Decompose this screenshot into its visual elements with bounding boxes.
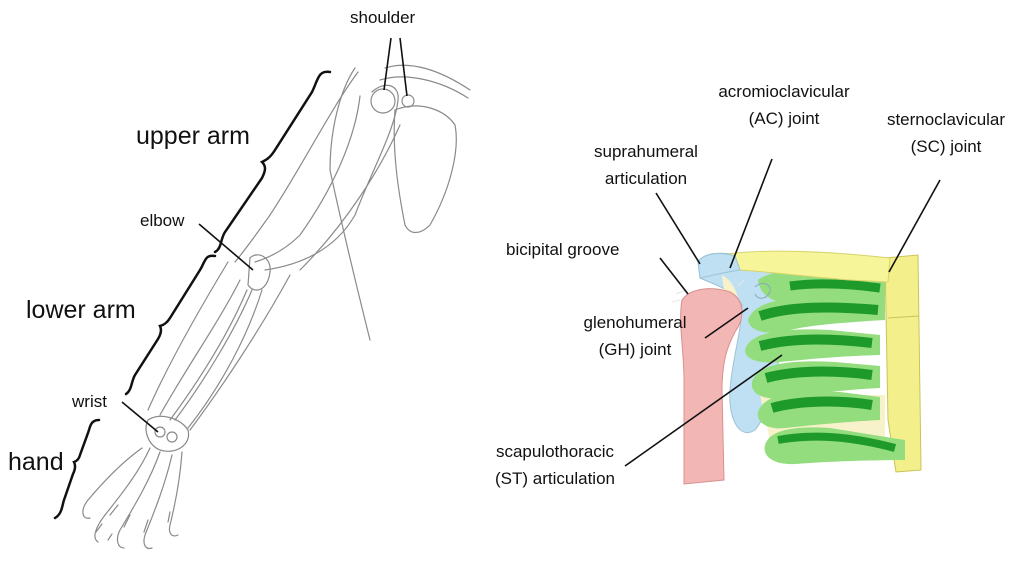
label-st-articulation: scapulothoracic (ST) articulation (470, 442, 640, 488)
label-sc-joint: sternoclavicular (SC) joint (866, 110, 1026, 156)
label-ac-joint: acromioclavicular (AC) joint (694, 82, 874, 128)
label-sc-line2: (SC) joint (866, 137, 1026, 157)
label-st-line2: (ST) articulation (470, 469, 640, 489)
label-gh-line1: glenohumeral (562, 313, 708, 333)
suprahumeral-leader (656, 193, 700, 264)
bicipital-groove-leader (660, 258, 688, 294)
label-suprahumeral-line2: articulation (568, 169, 724, 189)
label-ac-line2: (AC) joint (694, 109, 874, 129)
label-bicipital-groove: bicipital groove (506, 240, 619, 260)
label-st-line1: scapulothoracic (470, 442, 640, 462)
label-suprahumeral: suprahumeral articulation (568, 142, 724, 188)
label-gh-joint: glenohumeral (GH) joint (562, 313, 708, 359)
label-ac-line1: acromioclavicular (694, 82, 874, 102)
label-sc-line1: sternoclavicular (866, 110, 1026, 130)
label-suprahumeral-line1: suprahumeral (568, 142, 724, 162)
label-gh-line2: (GH) joint (562, 340, 708, 360)
